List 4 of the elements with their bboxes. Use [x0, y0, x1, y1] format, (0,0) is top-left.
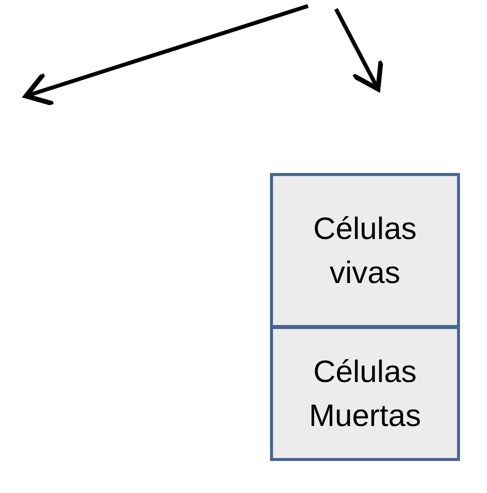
cell-box [270, 173, 460, 328]
cell-label: Células vivas [312, 210, 418, 292]
cell-label: Células Muertas [308, 353, 422, 434]
cell-box [270, 326, 460, 461]
